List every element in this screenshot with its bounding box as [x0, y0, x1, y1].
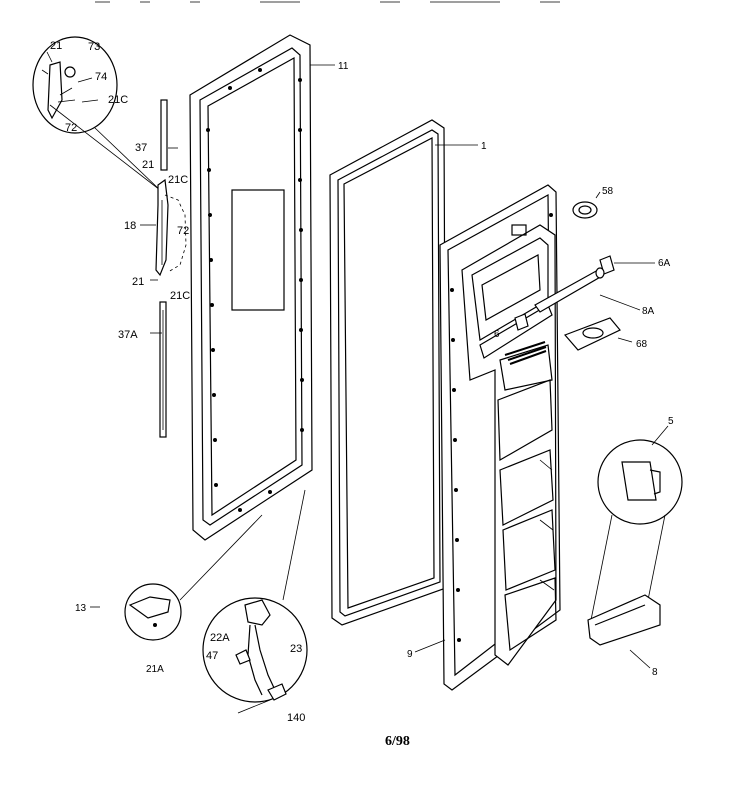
- label-21-b: 21: [142, 159, 154, 171]
- label-23: 23: [290, 643, 302, 655]
- label-18: 18: [124, 220, 136, 232]
- label-21a: 21A: [146, 664, 164, 675]
- label-22a: 22A: [210, 632, 230, 644]
- detail-circle-5: [589, 439, 683, 626]
- detail-circle-13: [124, 514, 263, 641]
- detail-circle-wiring: [202, 489, 308, 714]
- label-72-b: 72: [177, 225, 189, 237]
- label-11: 11: [338, 61, 349, 72]
- label-72-a: 72: [65, 122, 77, 134]
- door-frame-11: [189, 34, 313, 541]
- part-6: [514, 313, 529, 331]
- door-gasket-1: [329, 119, 447, 626]
- label-21c-c: 21C: [170, 290, 190, 302]
- door-panel-9: [439, 184, 561, 691]
- label-58: 58: [602, 186, 614, 197]
- part-58: [572, 201, 598, 219]
- label-47: 47: [206, 650, 218, 662]
- part-labels: 21 73 74 21C 72 37 21 21C 18 72 21 21C 3…: [50, 40, 674, 724]
- label-21c-b: 21C: [168, 174, 188, 186]
- label-68: 68: [636, 339, 648, 350]
- label-37: 37: [135, 142, 147, 154]
- label-73: 73: [88, 41, 100, 53]
- part-68-tray: [563, 317, 621, 351]
- hinge-assembly: [155, 99, 187, 438]
- label-6a: 6A: [658, 258, 671, 269]
- label-21c-a: 21C: [108, 94, 128, 106]
- leader-lines: [46, 51, 669, 669]
- label-37a: 37A: [118, 329, 138, 341]
- panel-holes: [450, 213, 553, 642]
- label-21-top: 21: [50, 40, 62, 52]
- label-140: 140: [287, 712, 305, 724]
- part-8a-rod: [534, 267, 605, 313]
- label-21-c: 21: [132, 276, 144, 288]
- label-5: 5: [668, 416, 674, 427]
- label-74: 74: [95, 71, 107, 83]
- bucket-part-8: [587, 594, 661, 646]
- label-6: 6: [494, 329, 500, 340]
- label-9: 9: [407, 649, 413, 660]
- label-1: 1: [481, 141, 487, 152]
- label-13: 13: [75, 603, 87, 614]
- hinge-detail-circle: [32, 36, 161, 191]
- revision-date: 6/98: [385, 734, 410, 749]
- frame-holes: [206, 68, 304, 512]
- label-8: 8: [652, 667, 658, 678]
- label-8a: 8A: [642, 306, 655, 317]
